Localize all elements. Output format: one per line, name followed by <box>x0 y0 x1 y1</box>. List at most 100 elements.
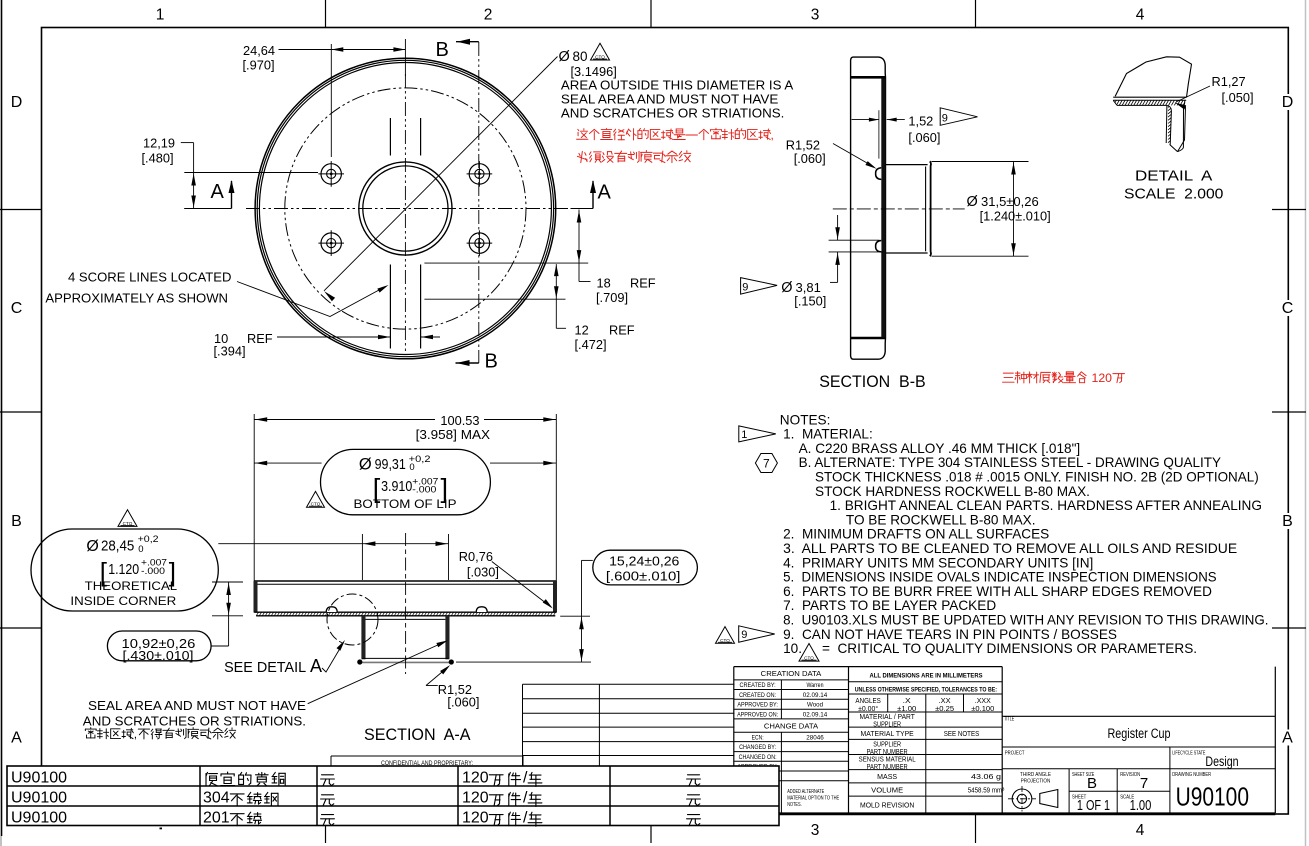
svg-text:5458.59 mm³: 5458.59 mm³ <box>968 785 1005 794</box>
svg-text:/: / <box>523 809 528 826</box>
svg-text:±0.25: ±0.25 <box>935 704 954 713</box>
svg-text:1. MATERIAL:: 1. MATERIAL: <box>783 427 873 442</box>
svg-text:[.709]: [.709] <box>596 290 628 305</box>
svg-text:SHEET SIZE: SHEET SIZE <box>1072 772 1095 778</box>
svg-text:[.600±.010]: [.600±.010] <box>606 568 681 583</box>
svg-text:MATERIAL TYPE: MATERIAL TYPE <box>861 729 914 738</box>
svg-text:120: 120 <box>462 789 489 806</box>
svg-text:9: 9 <box>741 629 747 641</box>
svg-text:A: A <box>598 182 612 204</box>
svg-text:DRAWING NUMBER: DRAWING NUMBER <box>1172 772 1211 778</box>
svg-text:7: 7 <box>1140 775 1148 792</box>
svg-text:]: ] <box>441 474 449 504</box>
svg-text:CONFIDENTIAL AND PROPRIETARY:: CONFIDENTIAL AND PROPRIETARY: <box>381 760 473 767</box>
svg-text:ANGLES: ANGLES <box>855 696 881 705</box>
svg-text:1 OF 1: 1 OF 1 <box>1077 797 1110 814</box>
svg-text:B: B <box>436 39 449 61</box>
svg-text:AREA OUTSIDE THIS DIAMETER IS: AREA OUTSIDE THIS DIAMETER IS A <box>561 78 794 93</box>
svg-text:D: D <box>11 94 23 111</box>
svg-text:Ø: Ø <box>359 455 372 473</box>
svg-text:U90100: U90100 <box>11 769 67 786</box>
svg-text:2: 2 <box>484 7 493 24</box>
svg-text:A: A <box>1282 730 1293 747</box>
svg-text:Ø: Ø <box>86 538 98 555</box>
svg-text:SECTION B-B: SECTION B-B <box>819 373 926 391</box>
svg-text:/: / <box>523 769 528 786</box>
svg-text:PART NUMBER: PART NUMBER <box>867 762 908 771</box>
svg-text:.X: .X <box>903 696 911 705</box>
svg-text:APPROXIMATELY AS SHOWN: APPROXIMATELY AS SHOWN <box>45 291 228 306</box>
svg-text:[3.958] MAX: [3.958] MAX <box>416 427 491 442</box>
svg-text:10.: 10. <box>783 641 802 656</box>
svg-text:5. DIMENSIONS INSIDE OVALS IN: 5. DIMENSIONS INSIDE OVALS INDICATE INSP… <box>783 570 1217 585</box>
svg-text:AND SCRATCHES OR STRIATIONS.: AND SCRATCHES OR STRIATIONS. <box>561 106 785 121</box>
svg-text:6. PARTS TO BE BURR FREE WITH: 6. PARTS TO BE BURR FREE WITH ALL SHARP … <box>783 584 1212 599</box>
svg-text:+0,2: +0,2 <box>138 534 159 545</box>
svg-text:A: A <box>211 181 225 203</box>
svg-text:9: 9 <box>742 281 748 293</box>
svg-text:120: 120 <box>1092 371 1113 385</box>
svg-text:28046: 28046 <box>806 734 824 741</box>
svg-text:VOLUME: VOLUME <box>871 785 903 794</box>
svg-text:U90100: U90100 <box>11 789 67 806</box>
svg-text:[: [ <box>373 474 381 504</box>
svg-text:C: C <box>11 300 23 317</box>
svg-text:CTQ: CTQ <box>311 502 321 507</box>
svg-text:9. CAN NOT HAVE TEARS IN PIN: 9. CAN NOT HAVE TEARS IN PIN POINTS / BO… <box>783 627 1117 642</box>
svg-text:LIFECYCLE STATE: LIFECYCLE STATE <box>1172 750 1206 756</box>
svg-text:A: A <box>310 656 322 676</box>
svg-text:BOTTOM OF LIP: BOTTOM OF LIP <box>354 497 457 511</box>
svg-text:TO BE ROCKWELL B-80 MAX.: TO BE ROCKWELL B-80 MAX. <box>846 512 1036 527</box>
svg-text:0: 0 <box>138 544 143 555</box>
svg-text:CTQ: CTQ <box>804 656 814 661</box>
svg-text:3. ALL PARTS TO BE CLEANED TO: 3. ALL PARTS TO BE CLEANED TO REMOVE ALL… <box>783 541 1237 556</box>
svg-text:CREATED ON:: CREATED ON: <box>739 692 776 699</box>
svg-text:±1.00: ±1.00 <box>897 704 916 713</box>
svg-text:.XX: .XX <box>939 696 951 705</box>
svg-text:ADDED ALTERNATE: ADDED ALTERNATE <box>787 789 824 795</box>
svg-text:[.394]: [.394] <box>214 344 246 359</box>
svg-text:]: ] <box>169 557 176 587</box>
svg-text:7. PARTS TO BE LAYER PACKED: 7. PARTS TO BE LAYER PACKED <box>783 598 996 613</box>
svg-text:[.050]: [.050] <box>1222 90 1254 105</box>
svg-text:STOCK THICKNESS .018 # .0015 O: STOCK THICKNESS .018 # .0015 ONLY. FINIS… <box>815 470 1259 485</box>
svg-text:1,52: 1,52 <box>908 114 933 129</box>
svg-text:CREATION DATA: CREATION DATA <box>761 669 822 678</box>
svg-text:8. U90103.XLS MUST BE UPDATED: 8. U90103.XLS MUST BE UPDATED WITH ANY R… <box>783 613 1268 628</box>
svg-text:NOTES:: NOTES: <box>780 412 831 427</box>
svg-text:THEORETICAL: THEORETICAL <box>85 579 178 593</box>
svg-text:PROJECT: PROJECT <box>1005 750 1025 756</box>
svg-text:PART NUMBER: PART NUMBER <box>867 747 908 756</box>
svg-text:±0.100: ±0.100 <box>971 704 994 713</box>
svg-text:0: 0 <box>409 462 414 473</box>
svg-text:/: / <box>523 789 528 806</box>
svg-text:201: 201 <box>203 809 230 826</box>
svg-text:99,31: 99,31 <box>375 456 406 473</box>
svg-text:[.430±.010]: [.430±.010] <box>123 648 194 663</box>
svg-text:MATERIAL / PART: MATERIAL / PART <box>859 712 915 721</box>
svg-text:-.000: -.000 <box>412 484 436 495</box>
svg-text:SECTION A-A: SECTION A-A <box>364 726 471 744</box>
svg-text:B: B <box>11 513 22 530</box>
svg-text:+0,2: +0,2 <box>409 454 431 465</box>
svg-text:U90100: U90100 <box>11 809 67 826</box>
svg-text:DETAIL A: DETAIL A <box>1135 167 1212 184</box>
svg-text:1. BRIGHT ANNEAL CLEAN PARTS.: 1. BRIGHT ANNEAL CLEAN PARTS. HARDNESS A… <box>830 498 1262 513</box>
svg-text:24,64: 24,64 <box>243 43 275 58</box>
svg-text:SEAL AREA AND MUST NOT HAVE: SEAL AREA AND MUST NOT HAVE <box>561 92 779 107</box>
svg-text:304: 304 <box>203 789 230 806</box>
svg-text:ECN:: ECN: <box>752 734 764 741</box>
svg-text:[.060]: [.060] <box>908 130 940 145</box>
svg-text:B. ALTERNATE: TYPE 304 STAINLE: B. ALTERNATE: TYPE 304 STAINLESS STEEL -… <box>799 455 1221 470</box>
svg-text:+.007: +.007 <box>141 558 167 569</box>
svg-text:10,92±0,26: 10,92±0,26 <box>122 636 196 651</box>
svg-text:15,24±0,26: 15,24±0,26 <box>609 553 679 568</box>
svg-text:B: B <box>485 351 498 373</box>
svg-text:CHANGE DATA: CHANGE DATA <box>764 721 819 730</box>
svg-text:Design: Design <box>1205 754 1238 769</box>
svg-text:12,19: 12,19 <box>143 136 175 151</box>
svg-text:100.53: 100.53 <box>440 413 479 428</box>
svg-text:SEE NOTES: SEE NOTES <box>944 729 980 738</box>
svg-text:R1,52: R1,52 <box>438 682 472 697</box>
svg-text:U90100: U90100 <box>1176 781 1249 811</box>
